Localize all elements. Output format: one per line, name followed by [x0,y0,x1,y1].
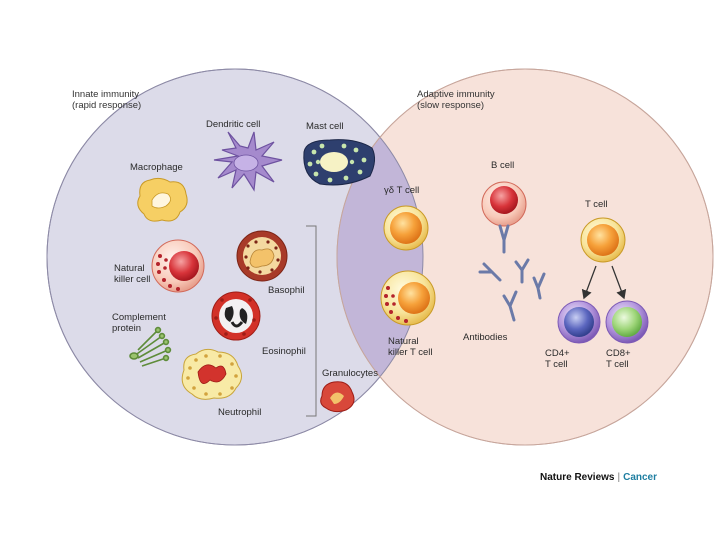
cd4-t-cell-icon [557,300,601,344]
b-cell-icon [481,181,527,227]
adaptive-immunity-title: Adaptive immunity (slow response) [417,89,495,111]
macrophage-icon [137,177,188,222]
basophil-label: Basophil [268,285,305,296]
nkt-cell-label: Natural killer T cell [388,336,433,358]
granulocytes-bracket [306,225,317,417]
gamma-delta-t-cell-icon [383,205,429,251]
granulocytes-label: Granulocytes [322,368,378,379]
gamma-delta-t-cell-label: γδ T cell [384,185,420,196]
macrophage-label: Macrophage [130,162,183,173]
nk-cell-label: Natural killer cell [114,263,151,285]
cd8-t-cell-label: CD8+ T cell [606,348,631,370]
complement-protein-icon [129,326,172,367]
t-cell-label: T cell [585,199,608,210]
dendritic-cell-icon [213,131,283,192]
journal-section: Cancer [623,472,657,483]
innate-immunity-title: Innate immunity (rapid response) [72,89,142,111]
nk-cell-icon [151,239,205,293]
eosinophil-icon [211,291,261,341]
antibodies-icon [478,224,546,322]
arrow-to-cd8 [611,265,627,300]
journal-name: Nature Reviews [540,472,615,483]
mast-cell-icon [303,139,376,186]
adaptive-circle-outline [336,68,714,446]
mast-cell-label: Mast cell [306,121,344,132]
arrow-to-cd4 [581,265,597,300]
eosinophil-label: Eosinophil [262,346,306,357]
basophil-icon [236,230,288,282]
granulocyte-icon [320,381,355,413]
cd4-t-cell-label: CD4+ T cell [545,348,570,370]
neutrophil-label: Neutrophil [218,407,262,418]
t-cell-icon [580,217,626,263]
cd8-t-cell-icon [605,300,649,344]
innate-circle-outline [46,68,424,446]
dendritic-cell-label: Dendritic cell [206,119,261,130]
journal-credit: Nature Reviews|Cancer [540,472,657,483]
b-cell-label: B cell [491,160,515,171]
credit-separator: | [617,472,621,483]
nkt-cell-icon [380,270,436,326]
neutrophil-icon [181,348,242,400]
complement-protein-label: Complement protein [112,312,166,334]
antibodies-label: Antibodies [463,332,508,343]
